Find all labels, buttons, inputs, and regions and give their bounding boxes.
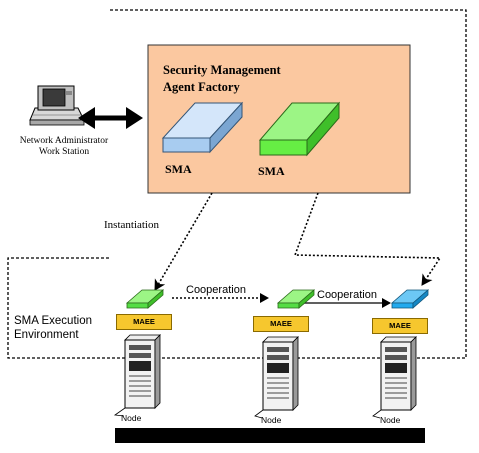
factory-title-line1: Security Management xyxy=(163,63,281,77)
node-label-left: Node xyxy=(121,413,142,423)
factory-title: Security Management Agent Factory xyxy=(163,62,281,96)
sma-left-label: SMA xyxy=(165,162,192,176)
workstation-computer-icon xyxy=(29,85,85,126)
maee-badge-left: MAEE xyxy=(116,314,172,330)
sma-green-block xyxy=(258,101,341,157)
workstation-label: Network Administrator Work Station xyxy=(19,136,109,157)
server-tower-middle-icon xyxy=(254,336,299,419)
factory-to-right-node-arrow xyxy=(293,192,442,286)
cooperation-label-left: Cooperation xyxy=(186,284,246,296)
node-agent-left xyxy=(125,289,165,309)
maee-badge-right: MAEE xyxy=(372,318,428,334)
network-bus xyxy=(115,428,425,443)
sma-blue-block xyxy=(161,101,244,154)
node-agent-middle xyxy=(276,289,316,309)
execution-environment-line1: SMA Execution xyxy=(14,315,92,327)
instantiation-arrow xyxy=(154,192,213,291)
execution-environment-boundary xyxy=(7,9,467,359)
cooperation-label-right: Cooperation xyxy=(317,289,377,301)
server-tower-right-icon xyxy=(372,336,417,419)
server-tower-left-icon xyxy=(113,334,161,417)
maee-badge-middle: MAEE xyxy=(253,316,309,332)
execution-environment-line2: Environment xyxy=(14,329,79,341)
node-label-right: Node xyxy=(380,415,401,425)
factory-title-line2: Agent Factory xyxy=(163,80,240,94)
sma-right-label: SMA xyxy=(258,164,285,178)
node-agent-right xyxy=(390,289,430,309)
instantiation-label: Instantiation xyxy=(104,219,159,231)
execution-environment-label: SMA Execution Environment xyxy=(14,314,92,342)
node-label-middle: Node xyxy=(261,415,282,425)
admin-link-arrow xyxy=(78,107,143,129)
